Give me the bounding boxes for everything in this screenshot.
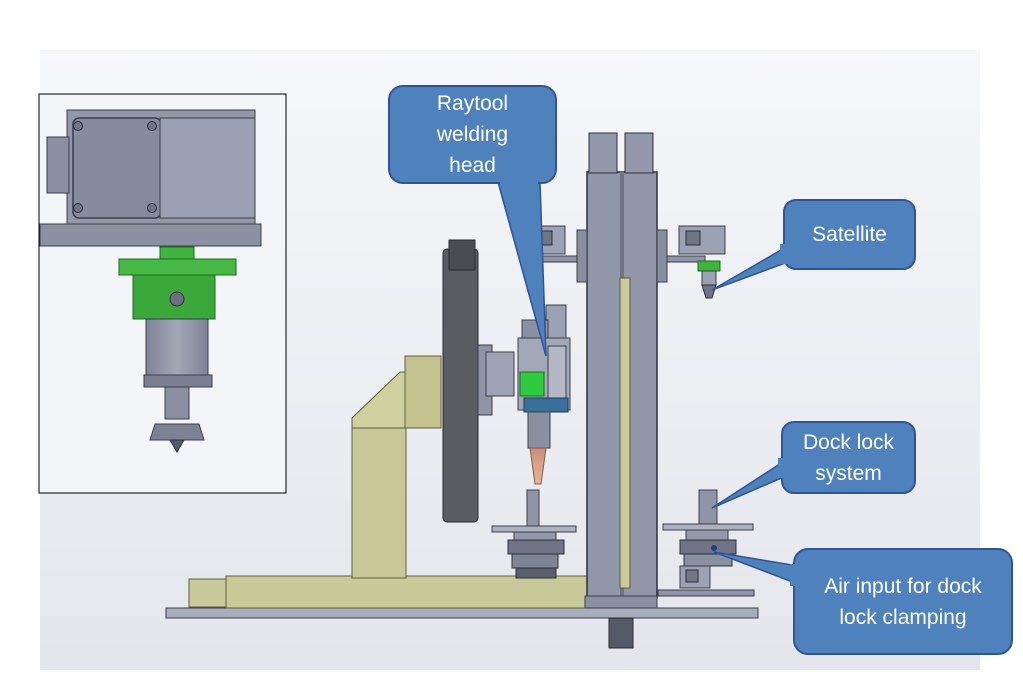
callout-dock-lock-shape <box>711 421 916 509</box>
welding-machine <box>165 132 759 649</box>
rotary-station-left <box>491 489 577 579</box>
callout-welding-head-label: Raytool welding head <box>436 92 509 177</box>
dock-lock-station <box>657 489 755 597</box>
inset-lock-shaft <box>145 318 209 376</box>
callout-satellite-shape <box>711 199 916 291</box>
callout-satellite-label: Satellite <box>812 223 887 246</box>
base-plate <box>165 607 759 619</box>
callout-dock-lock-label: Dock lock system <box>802 430 895 485</box>
callout-welding-head-shape <box>388 85 557 357</box>
satellite-part <box>697 260 721 272</box>
callout-air-input-label: Air input for dock lock clamping <box>824 574 982 629</box>
inset-green-coupling <box>159 246 195 260</box>
olive-column <box>351 427 407 579</box>
olive-base-rail <box>188 578 230 608</box>
inset-detail-view <box>38 93 287 494</box>
rotary-disk-plate <box>442 248 479 523</box>
inset-mount-plate <box>39 223 262 247</box>
callout-air-input-shape <box>713 548 1013 655</box>
